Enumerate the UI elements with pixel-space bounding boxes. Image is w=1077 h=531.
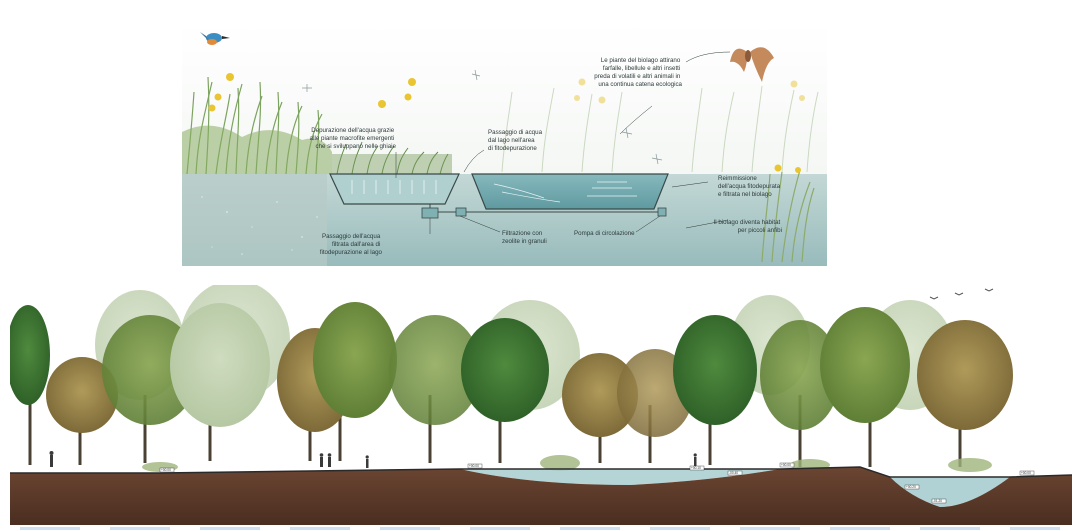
label-passaggio-filtrata-line-3: fitodepurazione al lago bbox=[320, 249, 383, 256]
label-passaggio-filtrata: Passaggio dell'acqua filtrata dall'area … bbox=[320, 233, 383, 256]
landscape-section: +00.00 +00.00 +00.10 -00.40 +00.00 +00.2… bbox=[10, 285, 1072, 525]
label-reimmissione-line-1: Reimmissione bbox=[718, 175, 757, 182]
bat-icon bbox=[730, 47, 774, 82]
label-filtrazione: Filtrazione con zeolite in granuli bbox=[502, 230, 547, 245]
tree-1 bbox=[10, 305, 50, 405]
elevation-label: +00.00 bbox=[469, 464, 479, 468]
elevation-label: +00.10 bbox=[691, 466, 701, 470]
tree-7 bbox=[389, 315, 481, 425]
elevation-label: +00.20 bbox=[906, 485, 916, 489]
label-passaggio-lago-line-2: dal lago nell'area bbox=[488, 137, 535, 144]
elevation-tag: +00.20 bbox=[904, 484, 920, 489]
elevation-label: +00.00 bbox=[161, 468, 171, 472]
label-piante-biolago: Le piante del biolago attirano farfalle,… bbox=[594, 57, 682, 88]
label-filtrazione-line-1: Filtrazione con bbox=[502, 230, 543, 237]
label-reimmissione-line-3: e filtrata nel biolago bbox=[718, 191, 772, 198]
plant-right-bank bbox=[761, 169, 815, 263]
label-pompa-line-1: Pompa di circolazione bbox=[574, 230, 635, 237]
foreground-trees bbox=[10, 302, 1013, 437]
section-water-left bbox=[460, 469, 780, 485]
grass-tuft bbox=[332, 154, 452, 174]
elevation-tags: +00.00 +00.00 +00.10 -00.40 +00.00 +00.2… bbox=[159, 462, 1035, 503]
reeds-basin bbox=[336, 141, 449, 175]
phytodepuration-basin bbox=[329, 173, 460, 205]
label-passaggio-lago-line-3: di fitodepurazione bbox=[488, 145, 537, 152]
iris-flowers-bank bbox=[774, 164, 801, 173]
label-depurazione-line-2: alle piante macrofite emergenti bbox=[310, 135, 395, 142]
filter-box-1 bbox=[421, 207, 439, 219]
dragonfly-icons bbox=[302, 69, 663, 165]
bottom-dash-strip bbox=[20, 527, 1060, 530]
label-habitat-line-2: per piccoli anfibi bbox=[738, 227, 782, 234]
bird-icons bbox=[929, 288, 994, 300]
shrubs bbox=[142, 455, 992, 472]
label-piante-biolago-line-4: una continua catena ecologica bbox=[598, 81, 682, 88]
label-piante-biolago-line-3: preda di volatili e altri animali in bbox=[594, 73, 681, 80]
soil-speckle-left bbox=[182, 174, 327, 266]
elevation-tag: +00.00 bbox=[779, 462, 795, 467]
elevation-label: -01.20 bbox=[933, 499, 942, 503]
tree-9 bbox=[562, 353, 638, 437]
phytodepuration-diagram: Depurazione dell'acqua grazie alle piant… bbox=[182, 22, 827, 266]
iris-flowers-right bbox=[574, 78, 805, 104]
label-passaggio-lago: Passaggio di acqua dal lago nell'area di… bbox=[488, 129, 544, 152]
section-soil bbox=[10, 467, 1072, 525]
elevation-label: +00.00 bbox=[1021, 471, 1031, 475]
elevation-tag: +00.10 bbox=[689, 465, 705, 470]
biolake-basin bbox=[471, 173, 669, 210]
label-depurazione-line-1: Depurazione dell'acqua grazie bbox=[311, 127, 395, 134]
section-ground-line bbox=[10, 466, 1072, 478]
label-habitat-line-1: Il biolago diventa habitat bbox=[714, 219, 781, 226]
elevation-tag: -01.20 bbox=[931, 498, 947, 503]
reeds-right-faded bbox=[501, 85, 819, 173]
tree-2 bbox=[46, 357, 118, 433]
filter-box-2 bbox=[455, 207, 467, 217]
section-water-right bbox=[890, 477, 1010, 507]
label-piante-biolago-line-2: farfalle, libellule e altri insetti bbox=[603, 65, 680, 72]
pump-box bbox=[657, 207, 667, 217]
kingfisher-icon bbox=[200, 32, 230, 45]
label-passaggio-filtrata-line-2: filtrata dall'area di bbox=[332, 241, 380, 248]
elevation-label: +00.00 bbox=[781, 463, 791, 467]
reeds-left-dense bbox=[182, 125, 332, 174]
tree-12 bbox=[760, 320, 840, 430]
flow-arrows bbox=[493, 181, 637, 203]
people-silhouettes bbox=[49, 451, 697, 468]
elevation-label: -00.40 bbox=[729, 471, 738, 475]
label-depurazione-line-3: che si sviluppano nelle ghiaie bbox=[316, 143, 397, 150]
elevation-tag: +00.00 bbox=[467, 463, 483, 468]
label-reimmissione: Reimmissione dell'acqua fitodepurata e f… bbox=[718, 175, 782, 198]
label-depurazione: Depurazione dell'acqua grazie alle piant… bbox=[310, 127, 397, 150]
ground-speckles bbox=[201, 196, 318, 255]
elevation-tag: +00.00 bbox=[159, 467, 175, 472]
tree-13 bbox=[820, 307, 910, 423]
label-passaggio-filtrata-line-1: Passaggio dell'acqua bbox=[322, 233, 381, 240]
label-reimmissione-line-2: dell'acqua fitodepurata bbox=[718, 183, 781, 190]
tree-14 bbox=[917, 320, 1013, 430]
elevation-tag: -00.40 bbox=[727, 470, 743, 475]
tree-8 bbox=[461, 318, 549, 422]
label-piante-biolago-line-1: Le piante del biolago attirano bbox=[601, 57, 681, 64]
iris-flowers-left bbox=[208, 73, 416, 112]
tree-4 bbox=[170, 303, 270, 427]
label-filtrazione-line-2: zeolite in granuli bbox=[502, 238, 547, 245]
label-habitat: Il biolago diventa habitat per piccoli a… bbox=[714, 219, 782, 234]
elevation-tag: +00.00 bbox=[1019, 470, 1035, 475]
tree-11 bbox=[673, 315, 757, 425]
label-passaggio-lago-line-1: Passaggio di acqua bbox=[488, 129, 543, 136]
callout-lines bbox=[395, 51, 731, 234]
gravel-fountains bbox=[351, 180, 437, 194]
label-pompa: Pompa di circolazione bbox=[574, 230, 635, 237]
tree-6 bbox=[313, 302, 397, 418]
